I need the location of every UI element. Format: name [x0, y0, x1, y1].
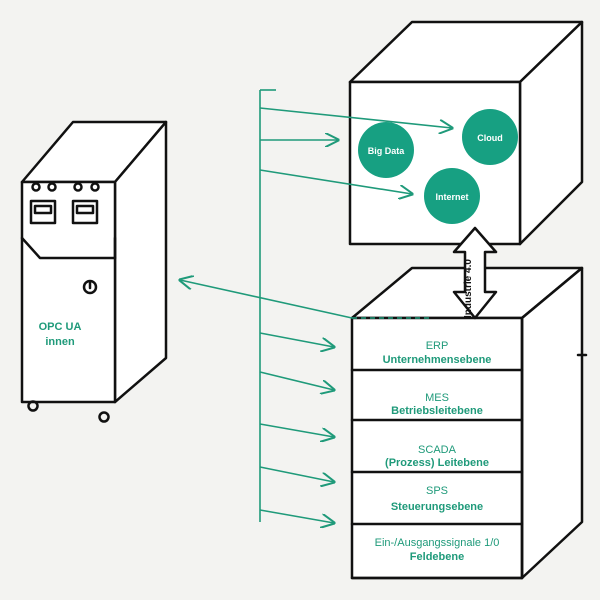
layer-mes-title: MES — [425, 392, 449, 404]
cloud-cube: Big Data Cloud Internet — [348, 20, 584, 246]
knob-icon — [73, 182, 83, 192]
industrie-connector: Industrie 4.0 — [452, 226, 498, 320]
arrow-to-cloud — [259, 107, 452, 128]
wheel-icon — [98, 411, 110, 423]
cloud-label: Cloud — [477, 133, 503, 143]
layer-sps-title: SPS — [426, 485, 448, 497]
wheel-icon — [27, 400, 39, 412]
stack-front — [350, 316, 524, 580]
layer-field-subtitle: Feldebene — [410, 551, 464, 563]
layer-mes-subtitle: Betriebsleitebene — [391, 405, 483, 417]
cabinet-label-line2: innen — [45, 336, 75, 348]
layer-field-title: Ein-/Ausgangssignale 1/0 — [375, 537, 500, 549]
arrow-to-scada — [259, 423, 334, 437]
arrow-to-cabinet — [180, 280, 353, 319]
big-data-circle — [358, 122, 414, 178]
arrow-to-sps — [259, 466, 334, 482]
knob-icon — [90, 182, 100, 192]
cloud-circle — [462, 109, 518, 165]
double-arrow-icon — [452, 226, 498, 320]
layer-scada-subtitle: (Prozess) Leitebene — [385, 457, 489, 469]
layer-erp-subtitle: Unternehmensebene — [383, 354, 492, 366]
cabinet-panel-line — [20, 236, 117, 260]
big-data-label: Big Data — [368, 146, 406, 156]
connector-label: Industrie 4.0 — [463, 259, 474, 318]
stack-side — [520, 266, 584, 580]
internet-circle — [424, 168, 480, 224]
cabinet-front — [20, 180, 117, 404]
layer-erp-title: ERP — [426, 340, 449, 352]
knob-icon — [47, 182, 57, 192]
layer-scada-title: SCADA — [418, 444, 457, 456]
opc-ua-cabinet: OPC UA innen — [20, 120, 168, 423]
cabinet-label-line1: OPC UA — [39, 321, 82, 333]
arrow-to-internet — [259, 169, 412, 194]
arrow-to-mes — [259, 371, 334, 390]
display-right — [71, 199, 99, 225]
knob-icon — [31, 182, 41, 192]
layer-sps-subtitle: Steuerungsebene — [391, 501, 483, 513]
arrow-to-field — [259, 509, 334, 523]
internet-label: Internet — [435, 192, 468, 202]
display-left — [29, 199, 57, 225]
arrow-to-erp — [259, 332, 334, 347]
automation-pyramid-stack: ERP Unternehmensebene MES Betriebsleiteb… — [350, 266, 588, 580]
connection-arrows — [180, 89, 452, 523]
